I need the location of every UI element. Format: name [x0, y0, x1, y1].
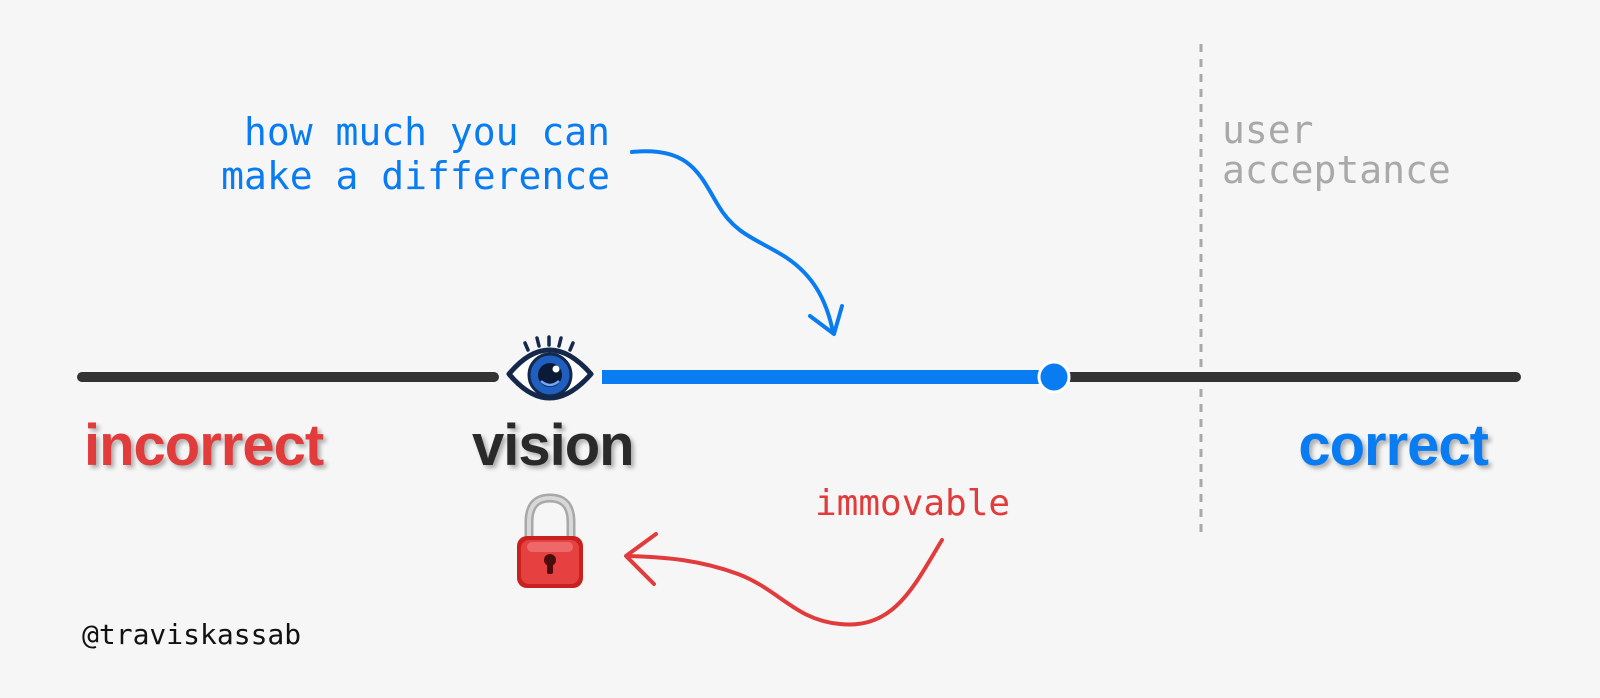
eye-icon: [506, 335, 594, 401]
incorrect-label: incorrect: [84, 413, 324, 478]
current-position-dot: [1037, 360, 1071, 394]
immovable-arrow: [624, 532, 944, 627]
user-acceptance-line-1: user: [1222, 108, 1314, 152]
difference-annotation-line-2: make a difference: [221, 154, 610, 198]
difference-annotation: how much you can make a difference: [221, 110, 610, 198]
difference-arrow: [630, 149, 844, 336]
correct-label: correct: [1298, 413, 1489, 478]
immovable-annotation: immovable: [815, 483, 1011, 524]
difference-annotation-line-1: how much you can: [243, 110, 610, 154]
author-handle: @traviskassab: [82, 618, 302, 651]
lock-icon: [517, 493, 583, 588]
user-acceptance-line-2: acceptance: [1222, 148, 1451, 192]
vision-label: vision: [472, 413, 635, 478]
user-acceptance-annotation: user acceptance: [1222, 110, 1451, 190]
